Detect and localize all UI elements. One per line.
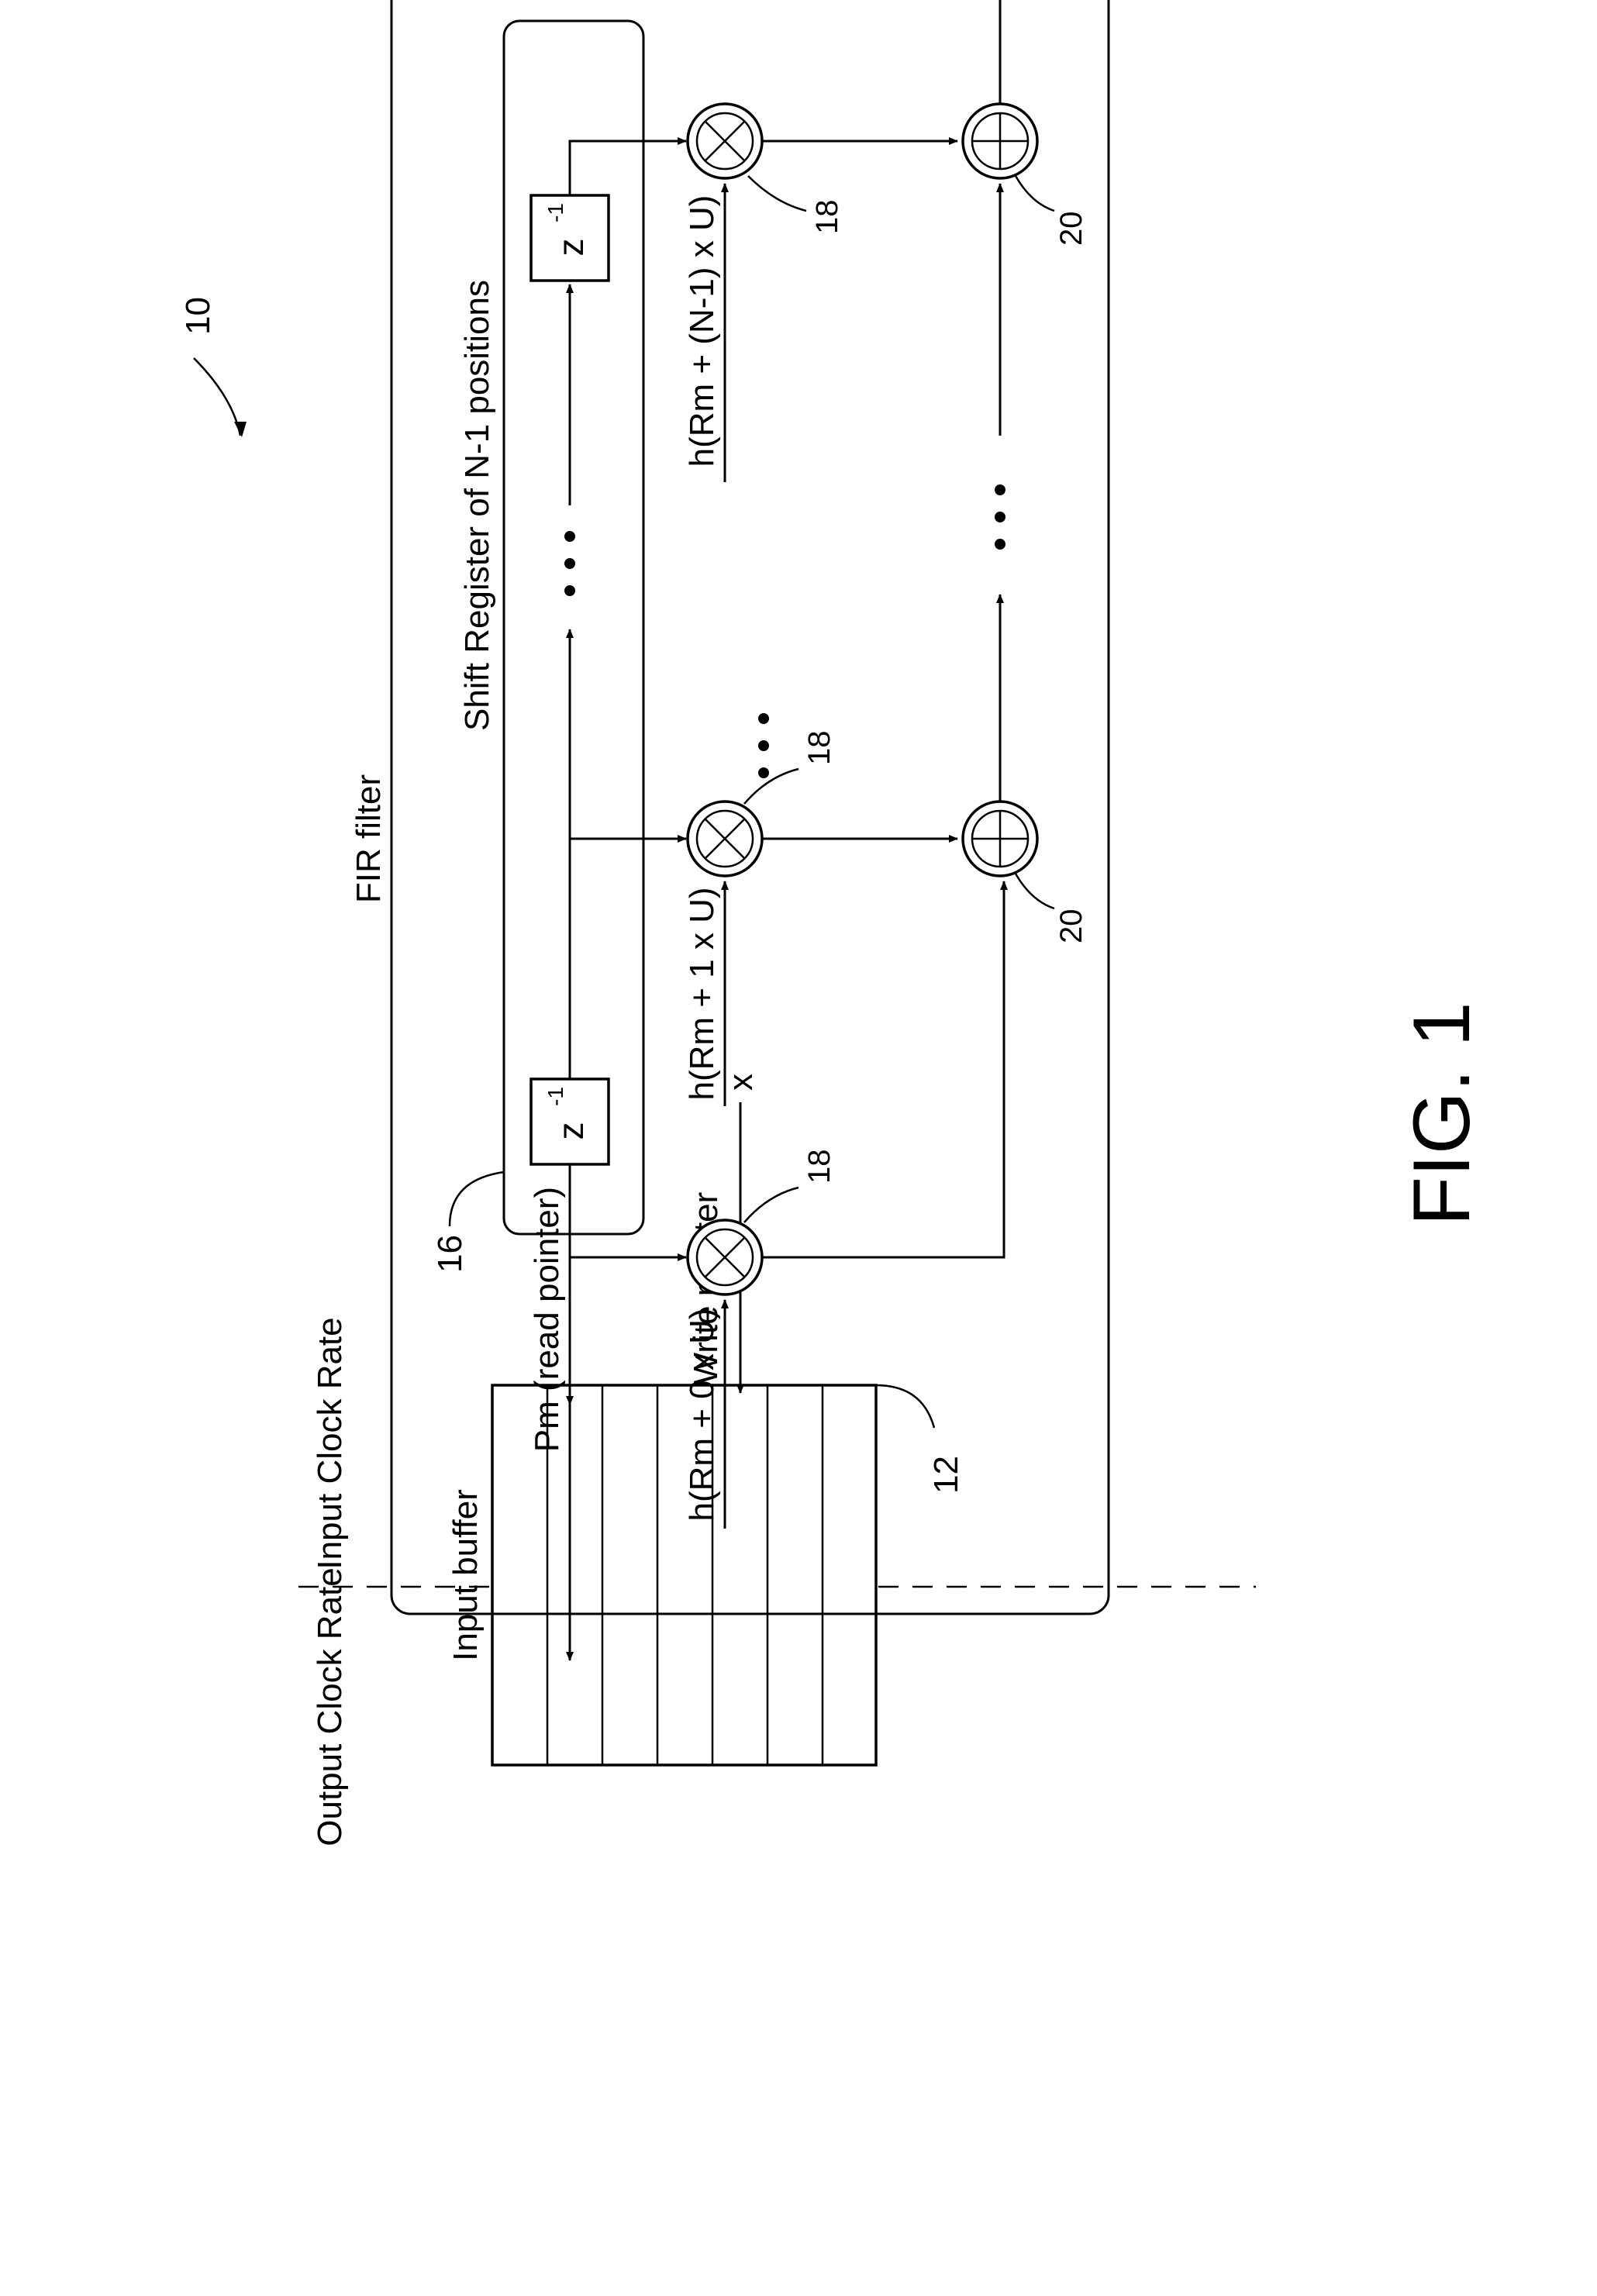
ref-18-leader bbox=[748, 176, 806, 211]
svg-text:z: z bbox=[550, 1122, 591, 1140]
coeff-1-label: h(Rm + 1 x U) bbox=[683, 887, 721, 1100]
ellipsis-dot bbox=[564, 585, 575, 596]
input-buffer-label: Input buffer bbox=[447, 1489, 485, 1661]
mult-0-output bbox=[762, 881, 1004, 1257]
ref-18-label: 18 bbox=[810, 200, 844, 235]
pm-read-pointer-label: Pm (read pointer) bbox=[528, 1187, 566, 1452]
ref-16-leader bbox=[450, 1172, 504, 1226]
signal-line-4 bbox=[570, 141, 686, 195]
ellipsis-dot bbox=[758, 740, 769, 751]
input-clock-rate-label: Input Clock Rate bbox=[311, 1317, 349, 1569]
ref-18-label: 18 bbox=[802, 1150, 836, 1184]
ellipsis-dot bbox=[564, 558, 575, 569]
delay-element-1: z -1 bbox=[531, 1079, 609, 1164]
output-clock-rate-label: Output Clock Rate bbox=[311, 1567, 349, 1846]
ref-18-leader bbox=[744, 1188, 798, 1222]
x-label: x bbox=[722, 1074, 760, 1091]
ref-20-leader bbox=[1016, 176, 1054, 211]
fir-filter-label: FIR filter bbox=[350, 774, 388, 903]
ref-10-label: 10 bbox=[179, 297, 217, 335]
coeff-0-label: h(Rm + 0 x U) bbox=[683, 1308, 721, 1521]
adder-1 bbox=[963, 802, 1037, 876]
ellipsis-dot bbox=[995, 539, 1005, 550]
ref-10-leader bbox=[194, 358, 240, 436]
coeff-n-1-label: h(Rm + (N-1) x U) bbox=[683, 195, 721, 467]
ref-12-leader bbox=[876, 1385, 934, 1428]
multiplier-n-1 bbox=[688, 104, 762, 178]
multiplier-1 bbox=[688, 802, 762, 876]
svg-text:z: z bbox=[550, 239, 591, 257]
ref-16-label: 16 bbox=[431, 1235, 469, 1273]
ellipsis-dot bbox=[564, 531, 575, 542]
ellipsis-dot bbox=[995, 484, 1005, 495]
ref-20-label: 20 bbox=[1054, 909, 1088, 944]
adder-n-1 bbox=[963, 104, 1037, 178]
ellipsis-dot bbox=[995, 512, 1005, 522]
ref-18-label: 18 bbox=[802, 731, 836, 766]
figure-caption: FIG. 1 bbox=[1397, 1002, 1487, 1226]
ref-20-leader bbox=[1016, 874, 1054, 908]
ellipsis-dot bbox=[758, 767, 769, 778]
delay-element-2: z -1 bbox=[531, 195, 609, 281]
shift-register-label: Shift Register of N-1 positions bbox=[458, 280, 496, 731]
ellipsis-dot bbox=[758, 713, 769, 724]
ref-20-label: 20 bbox=[1054, 212, 1088, 246]
multiplier-0 bbox=[688, 1220, 762, 1295]
svg-text:-1: -1 bbox=[543, 203, 567, 222]
svg-text:-1: -1 bbox=[543, 1087, 567, 1106]
ref-12-label: 12 bbox=[927, 1456, 965, 1494]
ref-18-leader bbox=[744, 769, 798, 804]
